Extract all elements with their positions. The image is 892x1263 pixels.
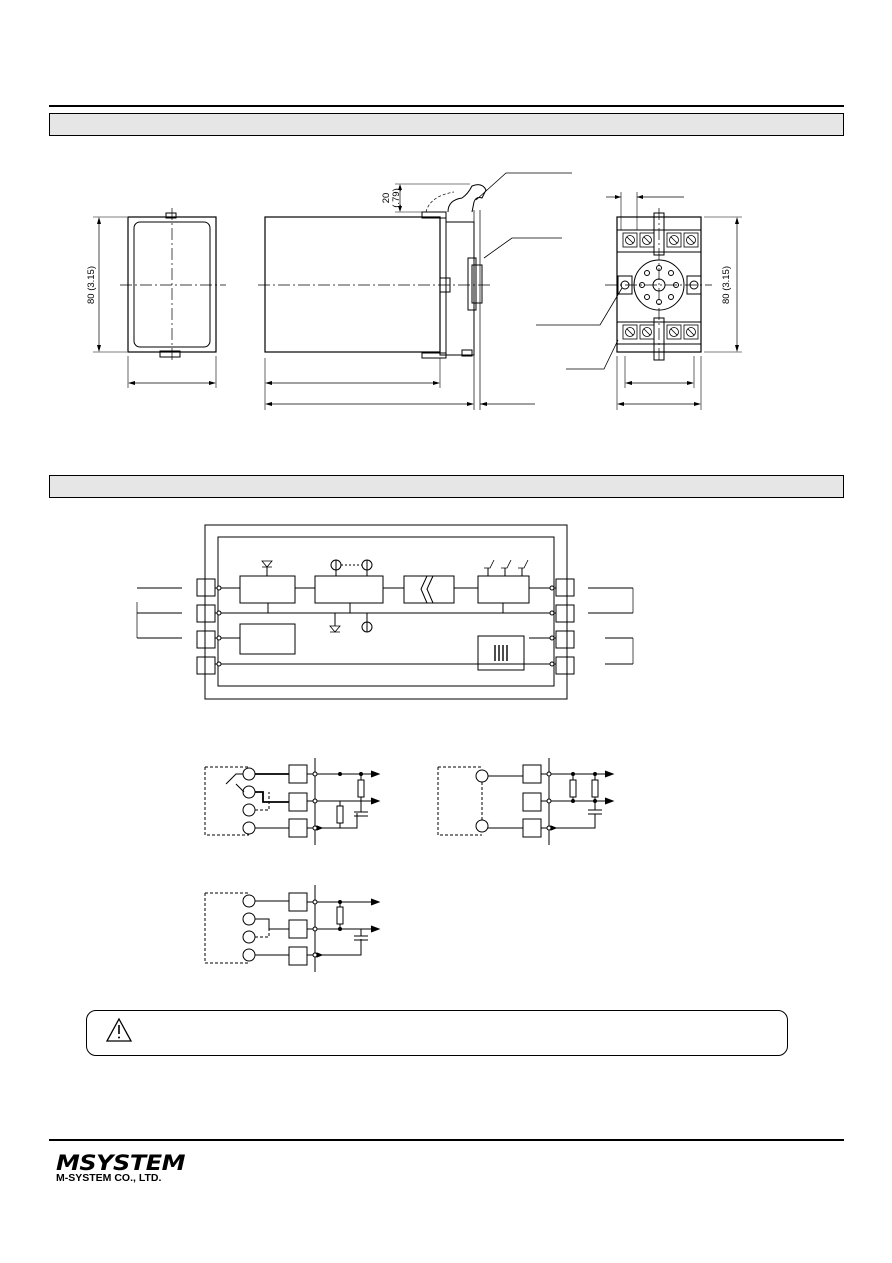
side-view (258, 172, 572, 410)
clip-height-label: 20 (381, 193, 392, 204)
block-diagram (136, 524, 634, 700)
footer-rule (49, 1139, 844, 1141)
company-logo: MSYSTEM (56, 1150, 185, 1176)
wiring-diagram-b (437, 758, 615, 845)
wiring-diagram-a (204, 758, 381, 845)
clip-height-inch-label: (.79) (391, 188, 402, 208)
wiring-diagram-c (204, 885, 381, 972)
socket-view (536, 192, 742, 410)
front-view (93, 208, 226, 388)
caution-notice-box (86, 1010, 788, 1056)
warning-icon (105, 1017, 133, 1042)
block-diagram-section-bar (49, 475, 844, 498)
top-rule (49, 105, 844, 107)
front-height-label: 80 (3.15) (86, 266, 97, 304)
dimensions-section-bar (49, 113, 844, 136)
company-name: M-SYSTEM CO., LTD. (56, 1172, 162, 1184)
socket-height-label: 80 (3.15) (721, 266, 732, 304)
